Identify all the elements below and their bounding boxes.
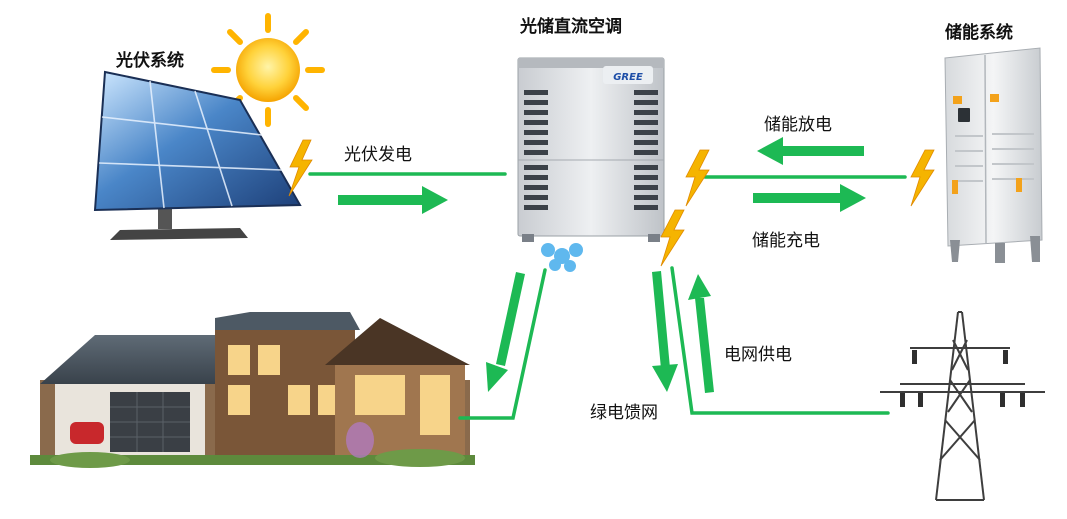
storage-discharge-label: 储能放电 <box>764 115 832 135</box>
grid-to-ac-line <box>670 266 890 415</box>
lightning-icon <box>660 209 685 267</box>
lightning-icon <box>288 139 313 197</box>
pv-generation-arrow <box>338 186 448 214</box>
brand-logo: GREE <box>613 72 643 83</box>
grid-supply-label: 电网供电 <box>724 345 792 365</box>
ac-unit-label: 光储直流空调 <box>520 17 622 37</box>
storage-charge-label: 储能充电 <box>752 231 820 251</box>
ac-to-house-line <box>458 268 547 420</box>
pv-system-label: 光伏系统 <box>116 51 184 71</box>
flow-lines <box>308 172 907 420</box>
lightning-icon <box>910 149 935 207</box>
ac-to-house-arrow <box>486 272 525 392</box>
insulator-icon <box>900 350 1025 407</box>
pv-generation-label: 光伏发电 <box>344 145 412 165</box>
storage-charge-arrow <box>753 184 866 212</box>
storage-system-label: 储能系统 <box>945 23 1013 43</box>
sun-icon <box>211 13 325 127</box>
lightning-icon <box>685 149 710 207</box>
house-icon <box>30 312 475 468</box>
storage-discharge-arrow <box>757 137 864 165</box>
green-feed-label: 绿电馈网 <box>590 403 658 423</box>
grid-supply-arrow <box>688 274 714 393</box>
solar-panel-icon <box>93 70 302 240</box>
flow-arrows <box>338 137 866 393</box>
ac-unit-icon: GREE <box>517 57 665 272</box>
storage-cabinet-icon <box>944 47 1043 263</box>
transmission-tower-icon <box>880 311 1045 501</box>
green-feed-arrow <box>652 271 678 392</box>
snowflake-icon <box>541 243 583 272</box>
